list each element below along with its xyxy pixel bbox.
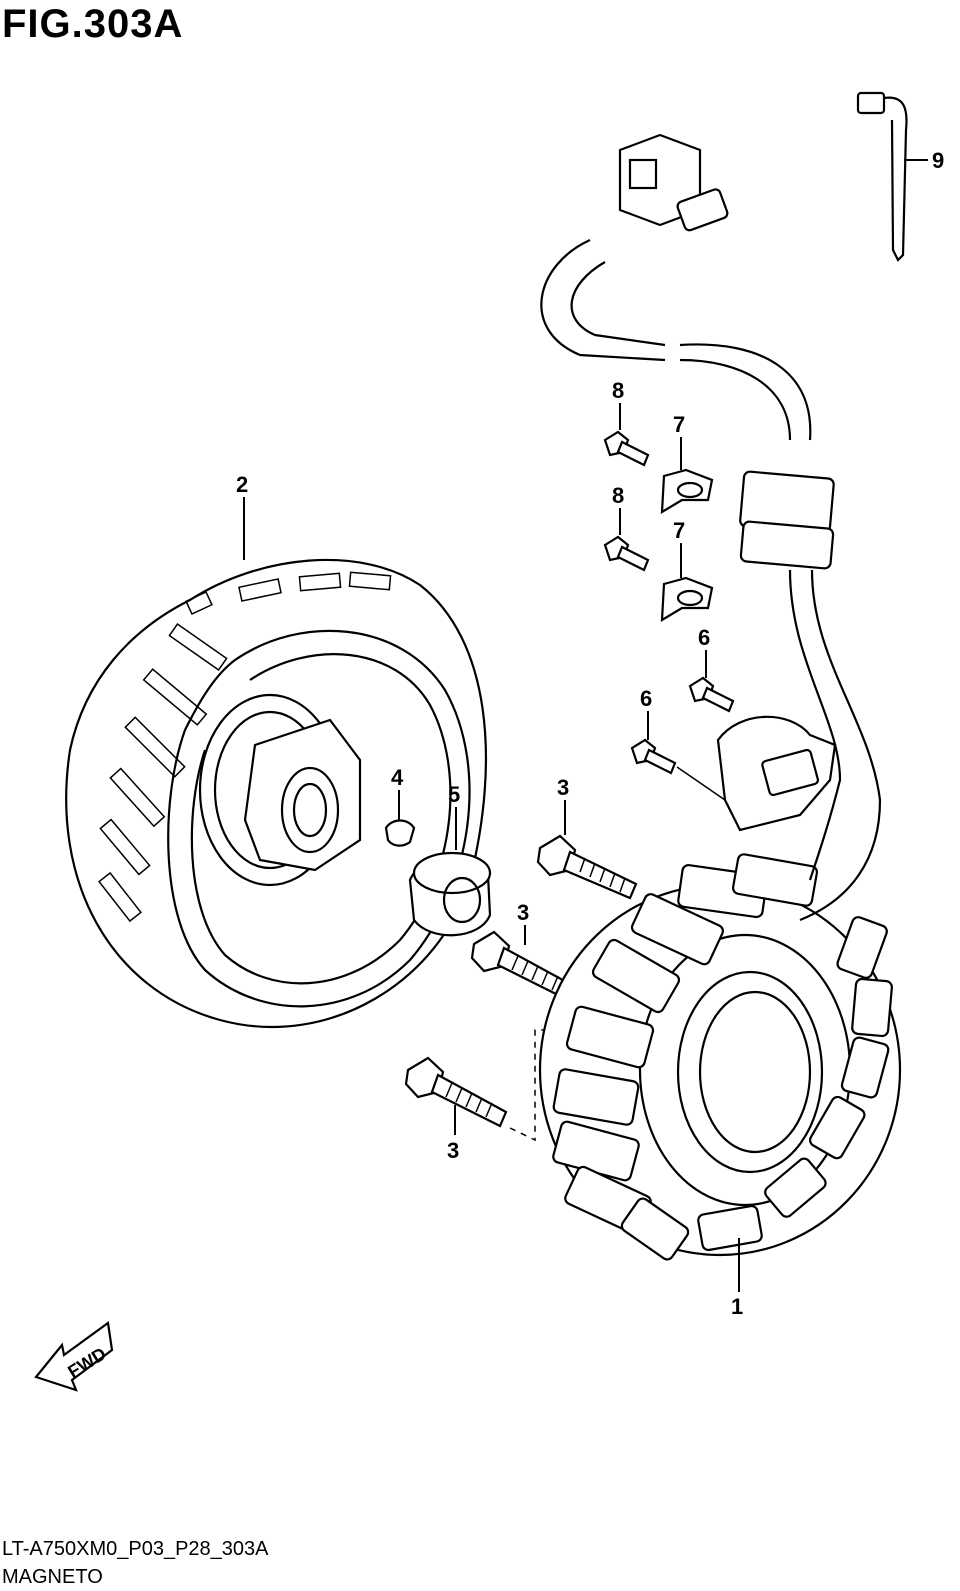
callout-9: 9 [904, 148, 944, 173]
svg-text:7: 7 [673, 412, 685, 437]
wire-harness[interactable] [540, 133, 882, 922]
screw-part-upper[interactable] [603, 430, 650, 467]
screw-6-lower[interactable] [630, 738, 677, 775]
svg-text:8: 8 [612, 378, 624, 403]
svg-text:3: 3 [517, 900, 529, 925]
callout-7-lower: 7 [673, 518, 685, 578]
figure-title: FIG.303A [2, 2, 184, 46]
svg-text:3: 3 [447, 1138, 459, 1163]
callout-3-middle: 3 [517, 900, 529, 945]
svg-text:7: 7 [673, 518, 685, 543]
callout-1: 1 [731, 1238, 743, 1319]
bolt-part-middle[interactable] [470, 930, 574, 1001]
bolt-part-top[interactable] [536, 834, 638, 900]
callout-8-upper: 8 [612, 378, 624, 430]
svg-text:4: 4 [391, 765, 404, 790]
svg-text:8: 8 [612, 483, 624, 508]
callout-8-lower: 8 [612, 483, 624, 535]
callout-7-upper: 7 [673, 412, 685, 470]
nut-part[interactable] [408, 851, 492, 937]
svg-text:5: 5 [448, 782, 460, 807]
callout-5: 5 [448, 782, 460, 850]
svg-text:9: 9 [932, 148, 944, 173]
svg-text:3: 3 [557, 775, 569, 800]
svg-text:6: 6 [640, 686, 652, 711]
screw-part-lower[interactable] [603, 535, 650, 572]
clamp-part-lower[interactable] [660, 576, 714, 623]
svg-text:2: 2 [236, 472, 248, 497]
svg-text:1: 1 [731, 1294, 743, 1319]
svg-text:6: 6 [698, 625, 710, 650]
callout-2: 2 [236, 472, 248, 560]
rotor-part[interactable] [65, 558, 487, 1029]
callout-3-bottom: 3 [447, 1105, 459, 1163]
stator-part[interactable] [538, 853, 902, 1261]
key-part[interactable] [384, 819, 416, 847]
bolt-part-bottom[interactable] [404, 1056, 508, 1128]
figure-name: MAGNETO [2, 1566, 103, 1588]
screw-6-upper[interactable] [688, 676, 735, 713]
callout-6-upper: 6 [698, 625, 710, 678]
pickup-coil-part[interactable] [716, 715, 837, 832]
forward-direction-arrow: FWD [34, 1321, 114, 1392]
cable-tie-part[interactable] [856, 91, 908, 262]
callout-4: 4 [391, 765, 404, 820]
callout-3-top: 3 [557, 775, 569, 835]
clamp-part-upper[interactable] [660, 468, 714, 515]
callout-6-lower: 6 [640, 686, 652, 740]
figure-code: LT-A750XM0_P03_P28_303A [2, 1538, 269, 1560]
